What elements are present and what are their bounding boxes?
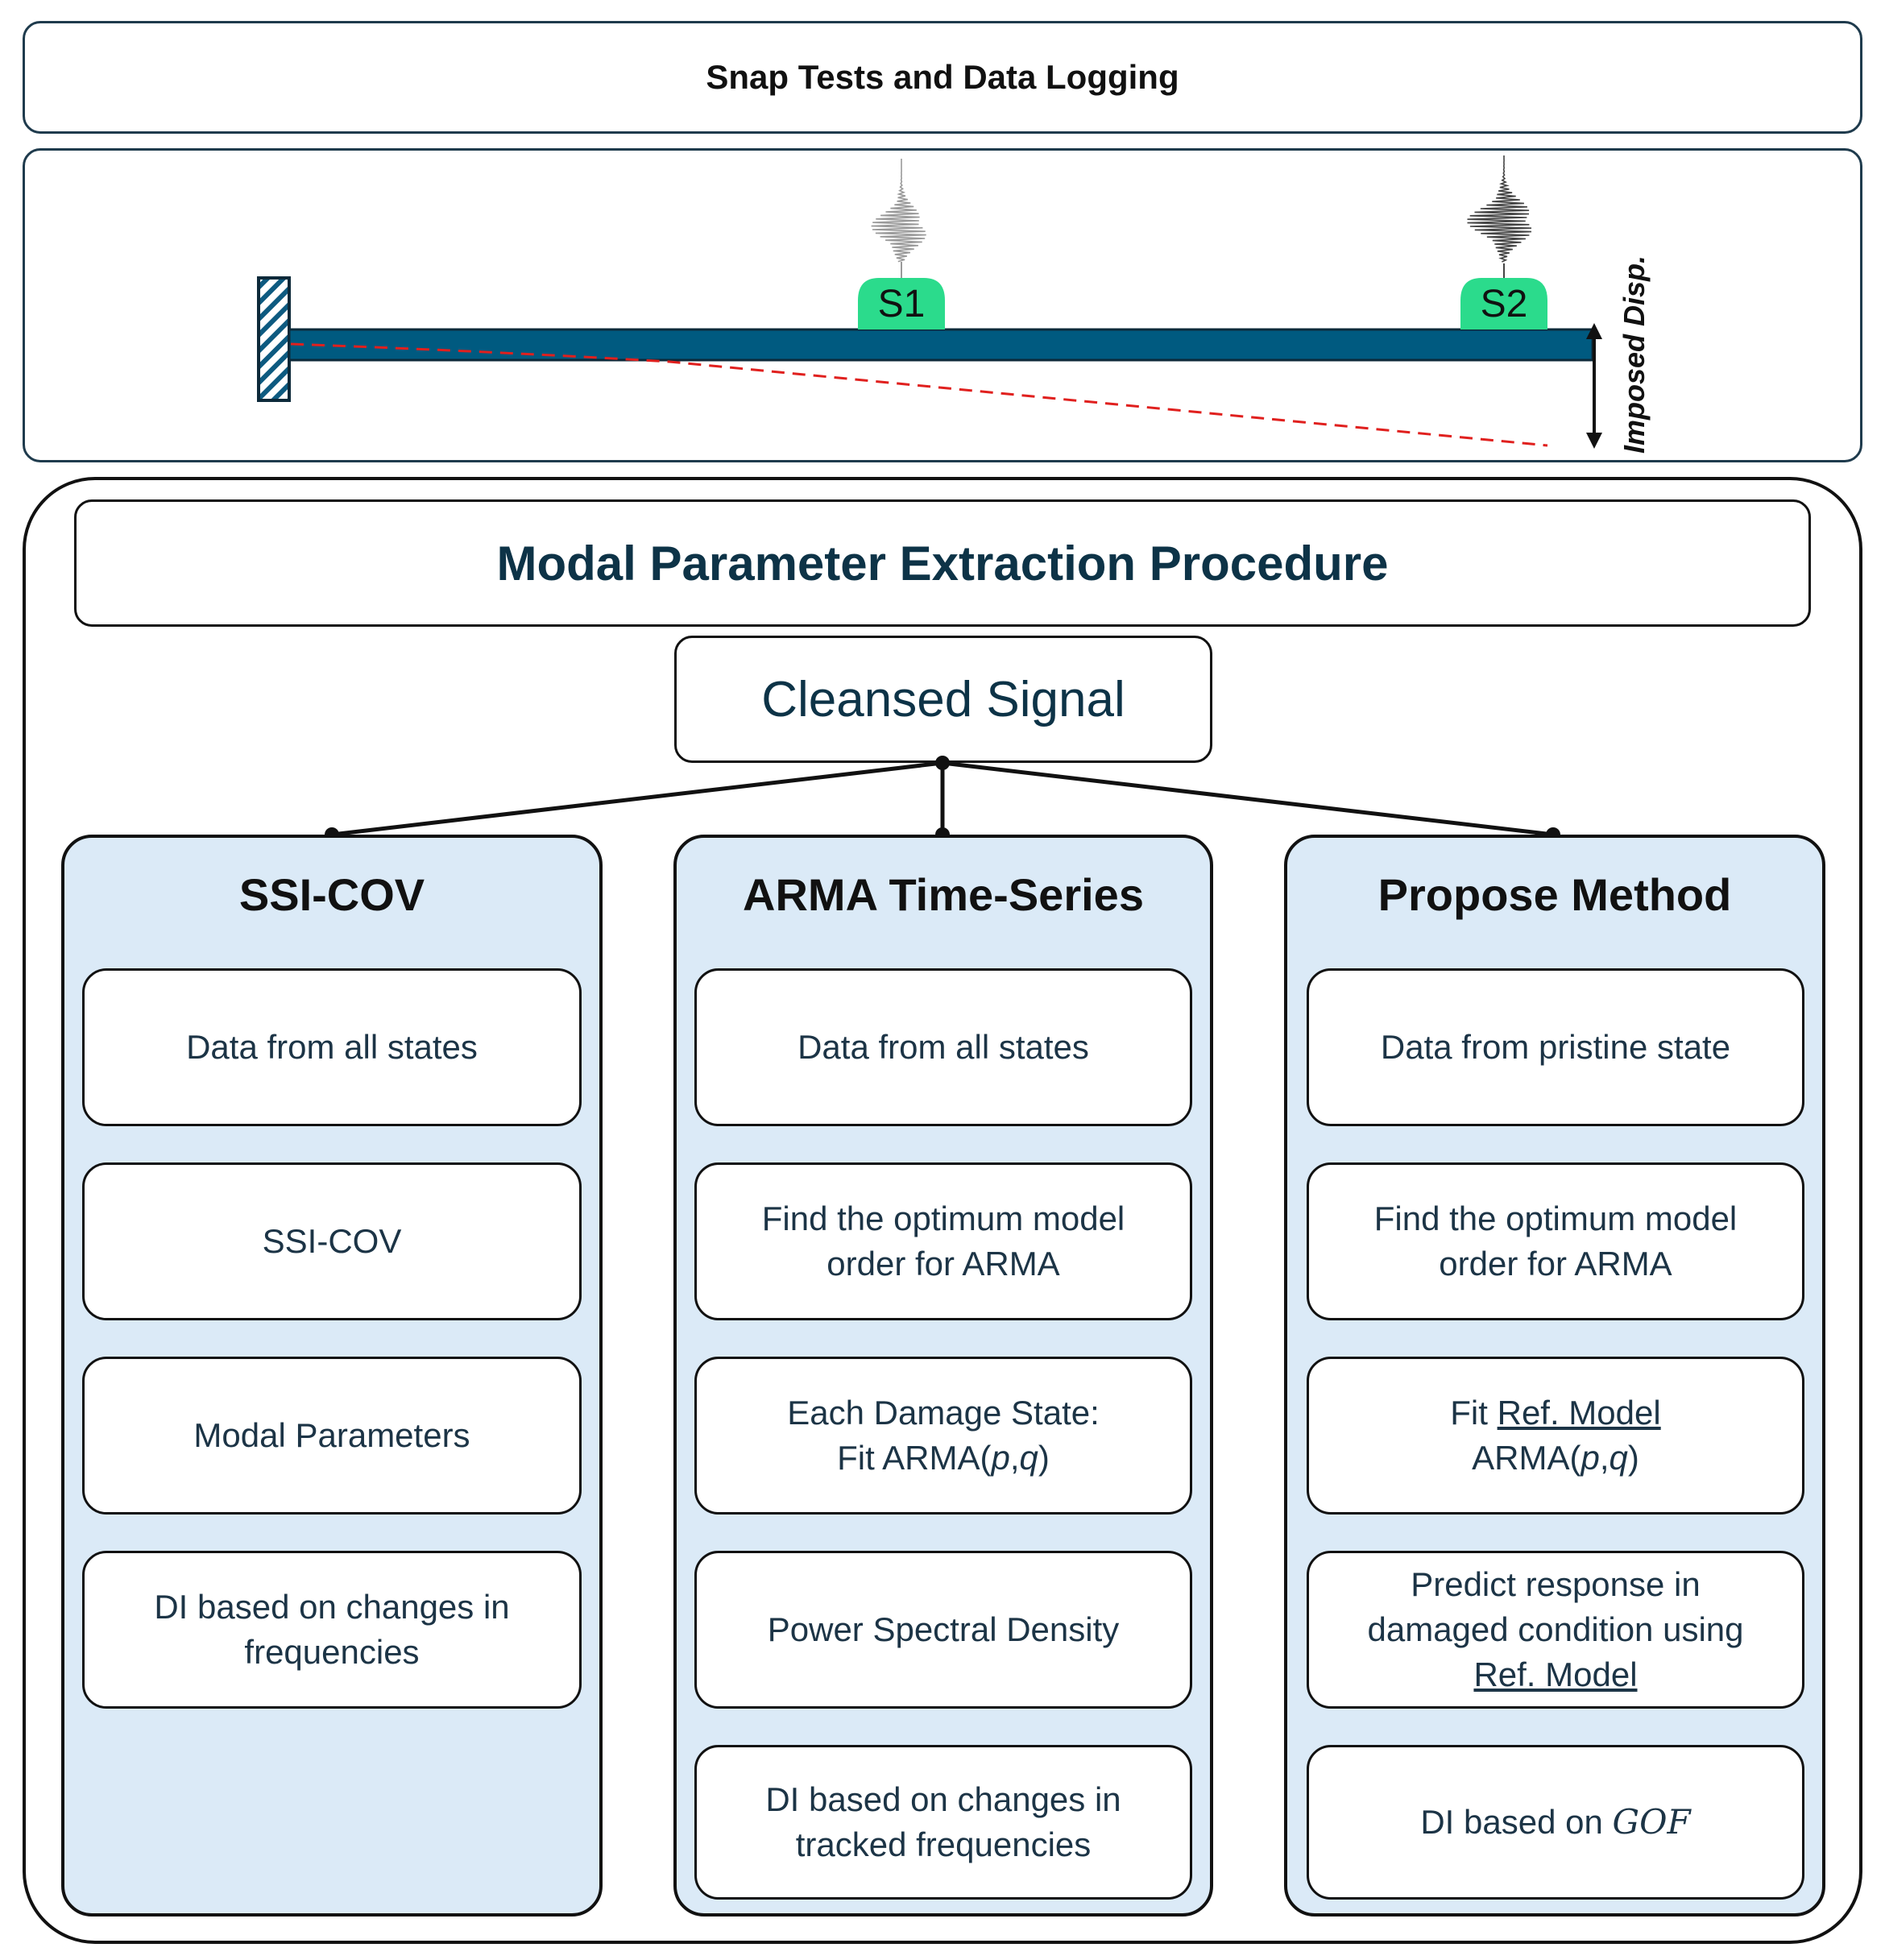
snap-tests-header: Snap Tests and Data Logging	[23, 21, 1862, 134]
propose-step-di-gof: DI based on GOF	[1307, 1745, 1804, 1900]
header-title: Snap Tests and Data Logging	[706, 58, 1179, 96]
signal-waveform-s1	[871, 159, 926, 278]
column-title: Propose Method	[1378, 868, 1732, 920]
arrow-head-up	[1586, 323, 1602, 339]
arrow-head-down	[1586, 433, 1602, 449]
column-title: ARMA Time-Series	[743, 868, 1144, 920]
procedure-title-box: Modal Parameter Extraction Procedure	[74, 499, 1811, 627]
arma-step-data: Data from all states	[694, 968, 1192, 1126]
deflected-shape	[290, 342, 1548, 447]
beam-diagram: S1 S2 Imposed Disp.	[257, 155, 1651, 454]
cleansed-signal-box: Cleansed Signal	[674, 636, 1212, 763]
waveform-trace	[871, 159, 926, 263]
arma-step-psd: Power Spectral Density	[694, 1551, 1192, 1709]
beam	[288, 328, 1594, 362]
signal-waveform-s2	[1467, 155, 1532, 278]
propose-step-optimum-order: Find the optimum model order for ARMA	[1307, 1162, 1804, 1320]
arma-step-di: DI based on changes in tracked frequenci…	[694, 1745, 1192, 1900]
sensor-s2	[1460, 278, 1547, 329]
arma-step-optimum-order: Find the optimum model order for ARMA	[694, 1162, 1192, 1320]
waveform-trace	[1467, 155, 1532, 263]
propose-step-predict: Predict response in damaged condition us…	[1307, 1551, 1804, 1709]
cleansed-signal-label: Cleansed Signal	[761, 671, 1125, 727]
fixed-support	[257, 276, 291, 402]
ssi-step-di: DI based on changes in frequencies	[82, 1551, 582, 1709]
sensor-s1-label: S1	[878, 283, 926, 325]
column-title: SSI-COV	[238, 868, 425, 920]
procedure-title: Modal Parameter Extraction Procedure	[496, 536, 1389, 590]
propose-step-fit-ref: Fit Ref. Model ARMA(p,q)	[1307, 1357, 1804, 1515]
imposed-disp-label: Imposed Disp.	[1618, 255, 1651, 454]
beam-illustration-panel: S1 S2 Imposed Disp.	[23, 148, 1862, 462]
propose-step-data: Data from pristine state	[1307, 968, 1804, 1126]
ssi-step-data: Data from all states	[82, 968, 582, 1126]
arma-step-fit: Each Damage State: Fit ARMA(p,q)	[694, 1357, 1192, 1515]
sensor-s2-label: S2	[1481, 283, 1528, 325]
sensor-s1	[858, 278, 945, 329]
ssi-step-modal-parameters: Modal Parameters	[82, 1357, 582, 1515]
ssi-step-ssi-cov: SSI-COV	[82, 1162, 582, 1320]
